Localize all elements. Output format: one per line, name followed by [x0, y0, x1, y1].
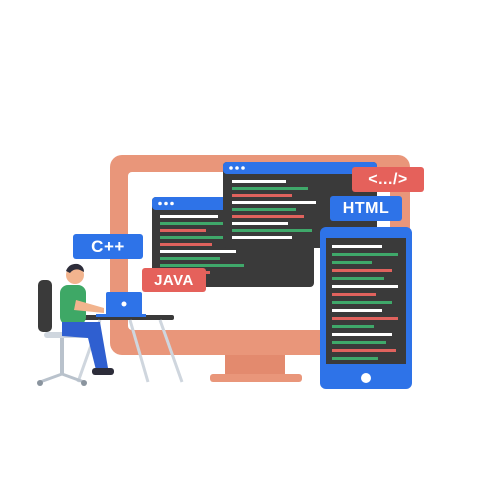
cpp-label: C++ — [73, 234, 143, 259]
developer-person-icon — [60, 263, 114, 375]
code-window-top — [223, 162, 377, 248]
html-label: HTML — [330, 196, 402, 221]
laptop-icon — [96, 292, 146, 317]
java-label: JAVA — [142, 268, 206, 292]
code-tag-label: <.../> — [352, 167, 424, 192]
smartphone-icon — [320, 227, 412, 389]
